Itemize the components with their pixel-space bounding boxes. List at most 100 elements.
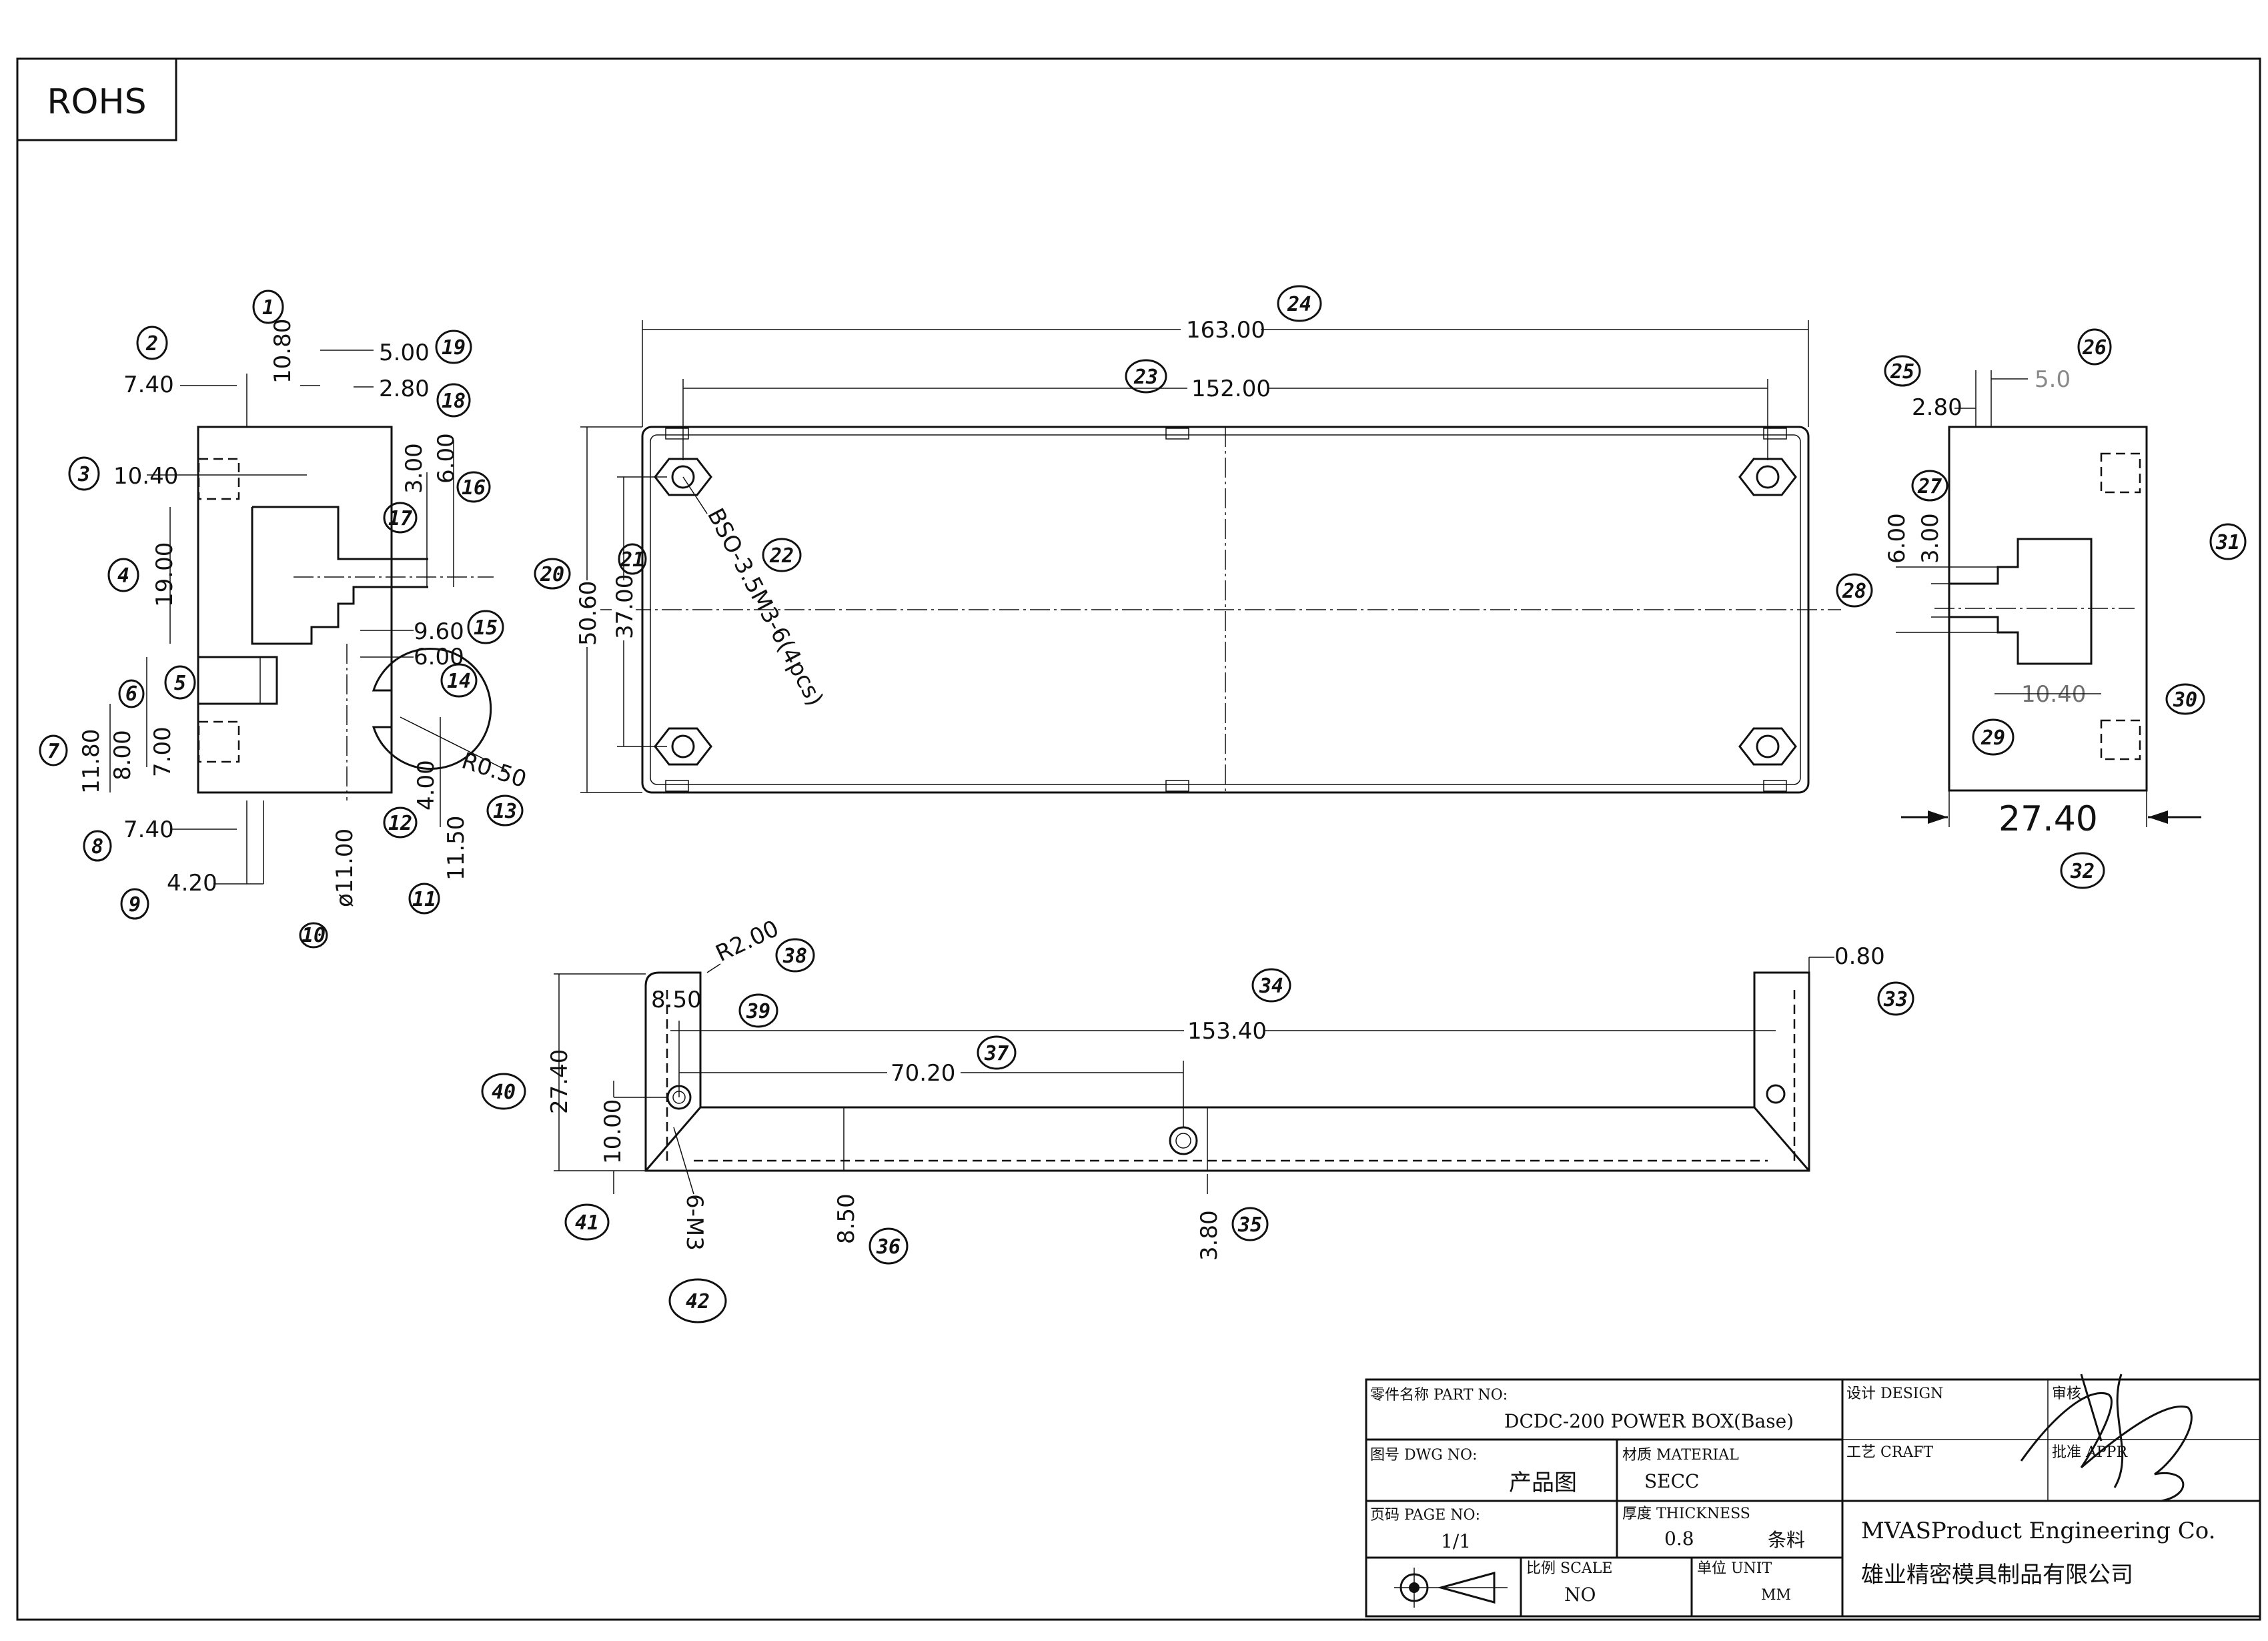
callout-bubbles-left: 1 2 3 4 5 6 7 8 9 10 11 12 13 14 15 17 1… (39, 290, 524, 949)
callout-35: 35 (1237, 1213, 1262, 1237)
callout-4: 4 (117, 564, 129, 588)
callout-5: 5 (174, 672, 186, 695)
dim-left-14: R0.50 (458, 748, 530, 794)
scale-value: NO (1564, 1584, 1596, 1606)
dim-front-2: 0.80 (1834, 943, 1885, 970)
part-no-label: 零件名称 PART NO: (1370, 1387, 1508, 1404)
dim-right-4: 3.00 (1917, 513, 1944, 564)
drawing-border (16, 57, 2261, 1621)
callout-34: 34 (1259, 975, 1283, 998)
callout-16: 16 (462, 476, 486, 500)
callout-3: 3 (77, 463, 90, 486)
dim-right-5: 10.40 (2021, 681, 2086, 708)
callout-32: 32 (2070, 860, 2095, 883)
callout-12: 12 (388, 812, 412, 835)
dim-left-17: 7.40 (123, 816, 174, 843)
scale-label: 比例 SCALE (1526, 1560, 1612, 1577)
page-no-value: 1/1 (1441, 1530, 1471, 1552)
callout-41: 41 (575, 1211, 599, 1235)
part-no-value: DCDC-200 POWER BOX(Base) (1504, 1410, 1794, 1432)
design-label: 设计 DESIGN (1846, 1386, 1943, 1402)
callout-11: 11 (412, 888, 436, 911)
callout-38: 38 (782, 945, 807, 968)
front-view: R2.00 0.80 8.50 153.40 70.20 27.40 10.00… (481, 915, 1914, 1323)
dim-front-4: 153.40 (1187, 1018, 1267, 1045)
dim-front-8: 6-M3 (681, 1194, 708, 1251)
dim-top-height-holes: 37.00 (612, 574, 638, 639)
dim-left-18: 4.20 (167, 870, 217, 897)
thickness-label: 厚度 THICKNESS (1622, 1506, 1750, 1522)
callout-22: 22 (769, 544, 794, 568)
callout-40: 40 (492, 1081, 516, 1104)
callout-14: 14 (447, 670, 471, 693)
dim-left-16: 11.50 (443, 816, 470, 881)
signature-icon (2020, 1374, 2193, 1502)
page-no-label: 页码 PAGE NO: (1370, 1507, 1480, 1524)
callout-9: 9 (129, 893, 141, 917)
material-label: 材质 MATERIAL (1622, 1447, 1739, 1464)
standoff-tr (1738, 458, 1797, 496)
callout-27: 27 (1917, 475, 1942, 498)
dim-front-7: 10.00 (600, 1099, 626, 1164)
callout-36: 36 (876, 1235, 901, 1259)
callout-20: 20 (540, 563, 564, 586)
dim-front-1: R2.00 (712, 915, 783, 967)
dim-right-2: 5.0 (2035, 366, 2071, 393)
dwg-no-value: 产品图 (1509, 1470, 1577, 1496)
callout-31: 31 (2215, 531, 2240, 554)
rohs-box (16, 57, 177, 141)
dim-left-11: 11.80 (78, 729, 105, 794)
standoff-br (1738, 727, 1797, 766)
dim-top-width-outer: 163.00 (1186, 317, 1265, 344)
dim-left-13: 7.00 (149, 726, 176, 777)
callout-6: 6 (125, 682, 137, 706)
top-view: 163.00 152.00 50.60 37.00 BSO-3.5M3-6(4p… (534, 285, 1841, 794)
callout-21: 21 (620, 548, 644, 572)
craft-label: 工艺 CRAFT (1846, 1444, 1934, 1461)
dim-left-4: 2.80 (379, 376, 430, 402)
callout-10: 10 (302, 924, 326, 947)
company-en: MVASProduct Engineering Co. (1861, 1518, 2215, 1544)
dim-front-5: 70.20 (891, 1060, 955, 1087)
dim-left-10: 6.00 (414, 644, 464, 670)
callout-1: 1 (262, 296, 274, 320)
dim-left-7: 6.00 (433, 433, 460, 484)
callout-13: 13 (493, 800, 517, 823)
dim-right-6: 27.40 (1999, 799, 2098, 839)
dim-left-5: 10.40 (113, 463, 178, 490)
thickness-extra: 条料 (1768, 1529, 1805, 1551)
callout-30: 30 (2173, 688, 2197, 712)
thickness-value: 0.8 (1664, 1528, 1694, 1550)
callout-33: 33 (1883, 988, 1908, 1011)
dim-front-9: 8.50 (833, 1193, 860, 1244)
dim-top-height-outer: 50.60 (575, 581, 602, 646)
callout-25: 25 (1890, 360, 1914, 384)
dim-left-15: 4.00 (413, 760, 440, 810)
review-label: 审核 (2052, 1386, 2081, 1402)
standoff-note: BSO-3.5M3-6(4pcs) (702, 504, 828, 710)
dim-left-12: 8.00 (109, 730, 136, 780)
dim-left-9: 9.60 (414, 618, 464, 645)
title-block: 零件名称 PART NO: DCDC-200 POWER BOX(Base) 设… (1365, 1374, 2261, 1618)
callout-23: 23 (1133, 366, 1158, 389)
dim-top-width-holes: 152.00 (1191, 376, 1271, 402)
dim-front-6: 27.40 (546, 1049, 573, 1114)
dim-right-1: 2.80 (1912, 394, 1962, 421)
dim-left-8: 19.00 (151, 542, 178, 607)
callout-17: 17 (388, 507, 412, 530)
callout-42: 42 (686, 1290, 710, 1313)
callout-15: 15 (474, 616, 498, 640)
callout-8: 8 (91, 835, 103, 859)
company-cn: 雄业精密模具制品有限公司 (1861, 1562, 2133, 1588)
right-side-view: 2.80 5.0 6.00 3.00 10.40 27.40 25 26 27 … (1836, 328, 2247, 889)
callout-18: 18 (442, 390, 466, 413)
callout-19: 19 (442, 336, 466, 360)
callout-39: 39 (746, 1000, 770, 1023)
projection-symbol-icon (1394, 1568, 1508, 1608)
callout-26: 26 (2082, 336, 2107, 360)
callout-29: 29 (1980, 726, 2005, 750)
dim-right-3: 6.00 (1884, 513, 1910, 564)
material-value: SECC (1644, 1470, 1699, 1492)
callout-28: 28 (1842, 580, 1866, 603)
